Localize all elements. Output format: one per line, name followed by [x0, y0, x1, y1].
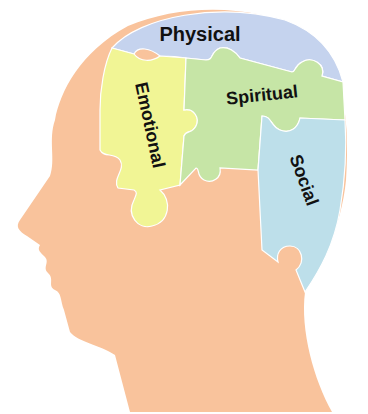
piece-shape	[100, 48, 197, 227]
piece-shape	[258, 116, 346, 292]
puzzle-piece-social: Social	[250, 110, 350, 300]
head-profile	[18, 10, 347, 412]
piece-label: Physical	[159, 24, 240, 44]
piece-outline	[250, 110, 350, 300]
